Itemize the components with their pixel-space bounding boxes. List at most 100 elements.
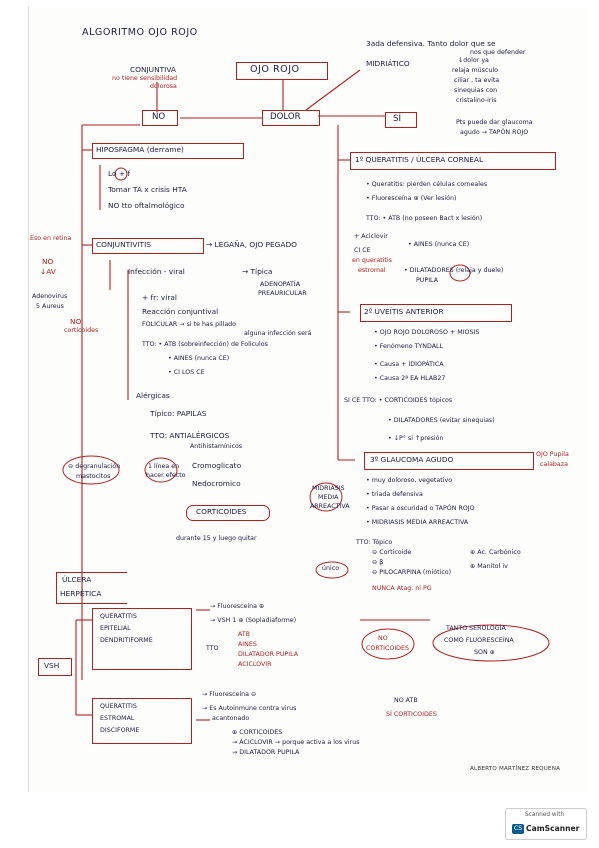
badge-caption: Scanned with [525,812,565,818]
no-label: NO [152,112,166,122]
conjuntivitis-arrow: → LEGAÑA, OJO PEGADO [206,240,297,249]
ulcera-herpetica-box [56,572,127,604]
viral-typical: → Típica [242,267,273,276]
queratitis-line-6: en queratitis [352,257,392,264]
epitelial-1: QUERATITIS [100,613,137,620]
estromal-1: QUERATITIS [100,703,137,710]
epitelial-note-0: → Fluoresceína ⊕ [210,603,265,610]
queratitis-line-9: PUPILA [416,277,439,284]
glaucoma-line-3: • MIDRIASIS MEDIA ARREACTIVA [366,519,469,526]
epitelial-note-2: ATB [238,631,250,638]
glaucoma-side-1: OJO Pupila [536,451,569,458]
viral-note-2: FOLICULAR → si te has pillado [142,321,237,328]
estromal-2: ESTROMAL [100,715,135,722]
glaucoma-line-7: ⊖ PILOCARPINA (miótico) [372,569,452,576]
viral-title: Infección - viral [128,267,185,276]
epitelial-3: DENDRITIFORME [100,637,153,644]
midriatico-note-3: sinequias con [454,87,498,94]
glaucoma-line-9: ⊕ Manitol iv [470,563,508,570]
page-title: ALGORITMO OJO ROJO [82,27,198,38]
hiposfagma-title: HIPOSFAGMA (derrame) [96,145,184,154]
midriatico-note-1: relaja músculo [452,67,499,74]
midriatico-note-5: Pts puede dar glaucoma [456,119,533,126]
queratitis-line-2: TTO: • ATB (no poseen Bact x lesión) [366,215,483,222]
tto-label: TTO [206,645,219,652]
glaucoma-line-4: TTO: Tópico [356,539,393,546]
serologia-1: TANTO SEROLOGÍA [446,625,506,632]
conjuntivitis-box [92,238,204,254]
queratitis-line-5: CI CE [354,247,371,254]
vsh-box [38,658,72,676]
estromal-note-3: ⊕ CORTICOIDES [232,729,283,736]
midriatico-note-6: agudo → TAPÓN ROJO [460,129,529,136]
hiposfagma-line-0: Lo + f [108,169,131,178]
adenovirus-2: 5 Aureus [36,303,64,310]
glaucoma-line-2: • Pasar a oscuridad o TAPÓN ROJO [366,505,475,512]
viral-note-5: • AINES (nunca CE) [168,355,230,362]
serologia-3: SON ⊕ [474,649,495,656]
glaucoma-line-8: ⊕ Ac. Carbónico [470,549,521,556]
hiposfagma-line-2: NO tto oftalmológico [108,201,185,210]
viral-note-0: + fr: viral [142,293,177,302]
glaucoma-line-0: • muy doloroso, vegetativo [366,477,453,484]
conjuntiva-note-1: CONJUNTIVA [130,65,176,74]
midriatico-note-0: ↓dolor ya [458,57,489,64]
epitelial-2: EPITELIAL [100,625,131,632]
glaucoma-line-6: ⊖ β [372,559,384,566]
queratitis-title: 1º QUERATITIS / ÚLCERA CORNEAL [355,155,484,164]
alergicas-note-0: Típico: PAPILAS [150,409,207,418]
serologia-2: COMO FLUORESCEÍNA [444,637,514,644]
viral-note-3: alguna infección será [244,330,312,337]
glaucoma-side-2: calabaza [540,461,568,468]
no-corticoides-epitelial-1: NO [378,635,388,642]
no-corticoides-1: NO [70,317,82,326]
no-av-1: NO [42,257,54,266]
estromal-note-4: → ACICLOVIR → porque activa a los virus [232,739,360,746]
uveitis-line-5: • DILATADORES (evitar sinequias) [388,417,495,424]
alergicas-note-3: 1 línea en [148,463,180,470]
ulcera-herpetica-2: HERPÉTICA [60,589,102,598]
badge-brand: CamScanner [526,824,580,833]
uveitis-box [360,304,512,322]
queratitis-line-3: + Aciclovir [354,233,388,240]
dolor-label: DOLOR [270,112,301,122]
alergicas-note-5: Cromoglicato [192,461,242,470]
conjuntivitis-title: CONJUNTIVITIS [96,240,151,249]
queratitis-box [350,152,556,170]
queratitis-line-7: estromal [358,267,386,274]
si-label: SÍ [393,114,401,124]
midriasis-note-2: MEDIA [318,494,339,501]
no-corticoides-epitelial-2: CORTICOIDES [366,645,410,652]
center-box [236,62,328,80]
estromal-note-6: NO ATB [394,697,418,704]
epitelial-note-4: DILATADOR PUPILA [238,651,299,658]
glaucoma-box [364,452,534,470]
hiposfagma-line-1: Tomar TA x crisis HTA [108,185,187,194]
queratitis-line-8: • DILATADORES (relaja y duele) [404,267,504,274]
midriasis-note-3: ARREACTIVA [310,503,350,510]
camscanner-badge: Scanned with CS CamScanner [505,808,587,840]
viral-adeno-1: ADENOPATÍA [260,281,301,288]
degranulacion-1: ⊖ degranulación [68,463,121,470]
viral-note-4: TTO: • ATB (sobreinfección) de Foliculos [142,341,268,348]
conjuntiva-note-3: dolorosa [150,83,177,90]
alergicas-note-6: Nedocromico [192,479,241,488]
ulcera-herpetica-1: ÚLCERA [62,575,92,584]
estromal-note-1: → Es Autoinmune contra virus [202,705,297,712]
corticoides-box [186,505,270,521]
alergicas-note-8: durante 15 y luego quitar [176,535,257,542]
viral-adeno-2: PREAURICULAR [258,290,307,297]
viral-note-6: • CI LOS CE [168,369,205,376]
glaucoma-line-10: NUNCA Atag. ni PG [372,585,432,592]
midriatico-note-2: ciliar , ta evita [454,77,500,84]
si-box [385,112,417,128]
queratitis-line-0: • Queratitis: pierden células corneales [366,181,488,188]
glaucoma-title: 3º GLAUCOMA AGUDO [370,455,454,464]
alergicas-title: Alérgicas [136,391,170,400]
camscanner-logo-icon: CS [512,824,524,834]
uveitis-title: 2º UVEÍTIS ANTERIOR [364,307,444,316]
epitelial-note-5: ACICLOVIR [238,661,272,668]
hiposfagma-box [92,143,244,159]
defensiva-note-2: nos que defender [470,49,526,56]
estromal-3: DISCIFORME [100,727,140,734]
